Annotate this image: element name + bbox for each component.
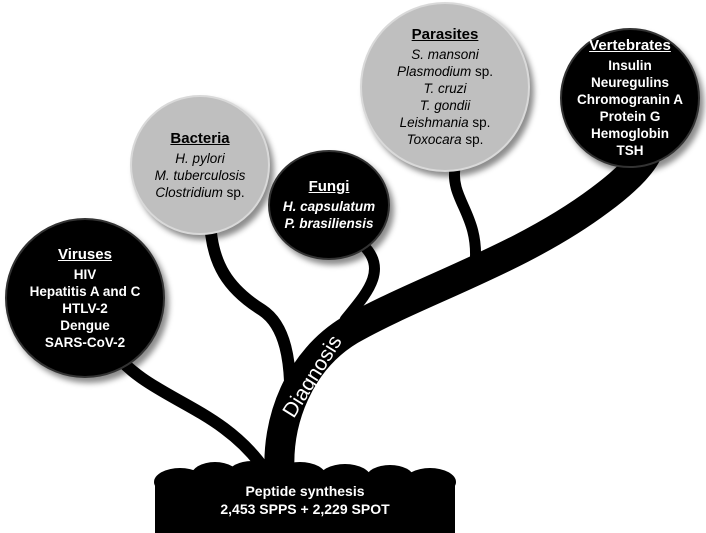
parasites-item: T. cruzi bbox=[423, 81, 467, 96]
viruses-item: Hepatitis A and C bbox=[29, 283, 141, 299]
bacteria-item: M. tuberculosis bbox=[154, 167, 246, 183]
vertebrates-item: Neuregulins bbox=[590, 75, 669, 90]
viruses-title: Viruses bbox=[58, 245, 112, 263]
fungi-item: H. capsulatum bbox=[282, 199, 376, 214]
parasites-item: Leishmania sp. bbox=[399, 115, 491, 130]
base-line1: Peptide synthesis bbox=[245, 483, 365, 499]
parasites-item: S. mansoni bbox=[411, 47, 479, 62]
fungi-item: P. brasiliensis bbox=[284, 216, 374, 231]
base-label: Peptide synthesis 2,453 SPPS + 2,229 SPO… bbox=[165, 482, 445, 518]
parasites-node: Parasites S. mansoni Plasmodium sp. T. c… bbox=[360, 2, 530, 172]
base-line2: 2,453 SPPS + 2,229 SPOT bbox=[220, 501, 390, 517]
viruses-item: SARS-CoV-2 bbox=[44, 334, 126, 350]
viruses-node: Viruses HIV Hepatitis A and C HTLV-2 Den… bbox=[5, 218, 165, 378]
viruses-item: HTLV-2 bbox=[62, 300, 108, 316]
parasites-item: Plasmodium sp. bbox=[396, 64, 494, 79]
vertebrates-item: Chromogranin A bbox=[577, 92, 683, 107]
bacteria-item: H. pylori bbox=[175, 150, 225, 166]
fungi-title: Fungi bbox=[308, 178, 350, 195]
ground-mound bbox=[154, 461, 456, 533]
vertebrates-title: Vertebrates bbox=[589, 37, 671, 54]
parasites-item: T. gondii bbox=[419, 98, 471, 113]
viruses-item: Dengue bbox=[60, 317, 110, 333]
vertebrates-item: Hemoglobin bbox=[591, 126, 669, 141]
bacteria-node: Bacteria H. pylori M. tuberculosis Clost… bbox=[130, 95, 270, 235]
vertebrates-node: Vertebrates Insulin Neuregulins Chromogr… bbox=[560, 28, 700, 168]
fungi-node: Fungi H. capsulatum P. brasiliensis bbox=[268, 150, 390, 260]
parasites-item: Toxocara sp. bbox=[406, 132, 484, 147]
branch-parasites bbox=[448, 162, 482, 271]
branch-fungi bbox=[339, 238, 380, 326]
branch-viruses bbox=[106, 344, 271, 476]
bacteria-title: Bacteria bbox=[170, 129, 230, 147]
vertebrates-item: Insulin bbox=[608, 58, 652, 73]
parasites-title: Parasites bbox=[411, 26, 479, 43]
branch-bacteria bbox=[204, 209, 297, 416]
bacteria-item: Clostridium sp. bbox=[155, 184, 245, 200]
viruses-item: HIV bbox=[73, 266, 97, 282]
main-trunk bbox=[264, 135, 663, 493]
vertebrates-item: TSH bbox=[616, 143, 644, 158]
vertebrates-item: Protein G bbox=[599, 109, 661, 124]
